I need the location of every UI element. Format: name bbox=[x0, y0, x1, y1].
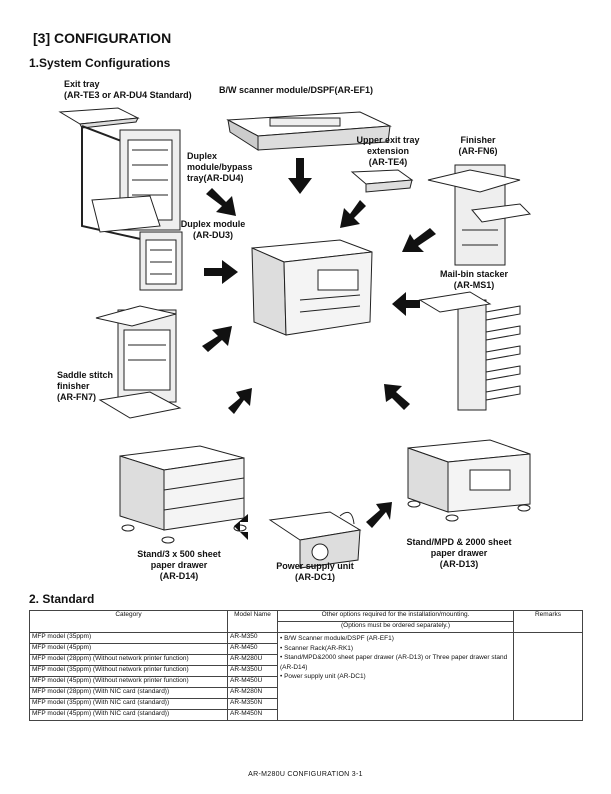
stand-3x500-illustration bbox=[119, 445, 247, 544]
label-mailbin-2: (AR-MS1) bbox=[454, 280, 495, 290]
label-upper-exit-3: (AR-TE4) bbox=[369, 157, 408, 167]
table-row: MFP model (35ppm) AR-M350 • B/W Scanner … bbox=[29, 632, 583, 721]
label-scanner: B/W scanner module/DSPF(AR-EF1) bbox=[219, 85, 373, 95]
scanner-illustration bbox=[226, 111, 392, 151]
table-header-row: Category Model Name Other options requir… bbox=[29, 610, 583, 633]
cell-remarks bbox=[513, 632, 583, 721]
cell-model: AR-M280N bbox=[227, 687, 278, 699]
standard-heading: 2. Standard bbox=[29, 592, 95, 606]
section-title: [3] CONFIGURATION bbox=[33, 30, 172, 46]
cell-model: AR-M450N bbox=[227, 709, 278, 721]
label-saddle-2: finisher bbox=[57, 381, 90, 391]
label-stand-mpd-2: paper drawer bbox=[431, 548, 488, 558]
arrow-saddle bbox=[202, 326, 232, 352]
duplex-module-illustration bbox=[139, 231, 183, 291]
main-unit-illustration bbox=[251, 239, 373, 336]
cell-category: MFP model (28ppm) (Without network print… bbox=[29, 654, 228, 666]
cell-category: MFP model (45ppm) bbox=[29, 643, 228, 655]
exit-tray-illustration bbox=[58, 107, 140, 129]
table-row: MFP model (28ppm) (Without network print… bbox=[29, 654, 583, 666]
option-item: • Scanner Rack(AR-RK1) bbox=[280, 644, 354, 652]
label-duplex-bypass-2: module/bypass bbox=[187, 162, 253, 172]
cell-category: MFP model (35ppm) (With NIC card (standa… bbox=[29, 698, 228, 710]
saddle-stitch-finisher-illustration bbox=[95, 305, 182, 419]
label-stand3x500-2: paper drawer bbox=[151, 560, 208, 570]
cell-category: MFP model (45ppm) (Without network print… bbox=[29, 676, 228, 688]
cell-options: • B/W Scanner module/DSPF (AR-EF1) • Sca… bbox=[277, 632, 514, 721]
header-options-1: Other options required for the installat… bbox=[277, 610, 514, 622]
label-exit-tray-2: (AR-TE3 or AR-DU4 Standard) bbox=[64, 90, 192, 100]
label-stand3x500-3: (AR-D14) bbox=[160, 571, 199, 581]
header-remarks: Remarks bbox=[513, 610, 583, 633]
arrow-power bbox=[234, 514, 248, 540]
label-power-1: Power supply unit bbox=[276, 561, 354, 571]
configuration-diagram: Exit tray (AR-TE3 or AR-DU4 Standard) B/… bbox=[57, 79, 532, 582]
label-power-2: (AR-DC1) bbox=[295, 572, 335, 582]
label-saddle-1: Saddle stitch bbox=[57, 370, 113, 380]
duplex-bypass-illustration bbox=[91, 129, 181, 233]
label-upper-exit-2: extension bbox=[367, 146, 409, 156]
page-footer: AR-M280U CONFIGURATION 3-1 bbox=[248, 771, 363, 778]
header-category: Category bbox=[29, 610, 228, 633]
arrow-power-right bbox=[366, 502, 392, 528]
cell-category: MFP model (35ppm) (Without network print… bbox=[29, 665, 228, 677]
cell-model: AR-M350U bbox=[227, 665, 278, 677]
arrow-scanner bbox=[288, 158, 312, 194]
arrow-stand-mpd bbox=[384, 384, 410, 410]
cell-model: AR-M280U bbox=[227, 654, 278, 666]
label-stand3x500-1: Stand/3 x 500 sheet bbox=[137, 549, 221, 559]
label-saddle-3: (AR-FN7) bbox=[57, 392, 96, 402]
header-options-2: (Options must be ordered separately.) bbox=[277, 621, 514, 633]
label-finisher-1: Finisher bbox=[460, 135, 496, 145]
arrow-stand3x500 bbox=[228, 388, 252, 414]
cell-model: AR-M450 bbox=[227, 643, 278, 655]
arrow-upper-exit bbox=[340, 200, 366, 228]
mail-bin-stacker-illustration bbox=[418, 291, 521, 411]
option-item: • B/W Scanner module/DSPF (AR-EF1) bbox=[280, 635, 394, 642]
header-model: Model Name bbox=[227, 610, 278, 633]
label-upper-exit-1: Upper exit tray bbox=[356, 135, 419, 145]
table-row: MFP model (45ppm) (With NIC card (standa… bbox=[29, 709, 583, 721]
option-item: • Stand/MPD&2000 sheet paper drawer (AR-… bbox=[280, 654, 508, 671]
label-duplex-module-2: (AR-DU3) bbox=[193, 230, 233, 240]
label-mailbin-1: Mail-bin stacker bbox=[440, 269, 509, 279]
label-duplex-module-1: Duplex module bbox=[181, 219, 246, 229]
standard-table: Category Model Name Other options requir… bbox=[29, 610, 583, 721]
cell-category: MFP model (45ppm) (With NIC card (standa… bbox=[29, 709, 228, 721]
arrow-duplex-bypass bbox=[206, 188, 236, 216]
cell-model: AR-M350 bbox=[227, 632, 278, 644]
upper-exit-tray-illustration bbox=[350, 169, 414, 193]
cell-category: MFP model (35ppm) bbox=[29, 632, 228, 644]
label-duplex-bypass-3: tray(AR-DU4) bbox=[187, 173, 244, 183]
system-configurations-heading: 1.System Configurations bbox=[29, 56, 171, 70]
stand-mpd-illustration bbox=[407, 439, 531, 522]
arrow-duplex-module bbox=[204, 260, 238, 284]
arrow-mailbin bbox=[392, 292, 420, 316]
power-supply-illustration bbox=[268, 511, 362, 569]
label-finisher-2: (AR-FN6) bbox=[459, 146, 498, 156]
finisher-illustration bbox=[427, 164, 532, 266]
cell-model: AR-M350N bbox=[227, 698, 278, 710]
label-exit-tray-1: Exit tray bbox=[64, 79, 100, 89]
option-item: • Power supply unit (AR-DC1) bbox=[280, 673, 366, 681]
label-stand-mpd-1: Stand/MPD & 2000 sheet bbox=[406, 537, 511, 547]
cell-model: AR-M450U bbox=[227, 676, 278, 688]
label-stand-mpd-3: (AR-D13) bbox=[440, 559, 479, 569]
arrow-finisher bbox=[402, 228, 436, 252]
cell-category: MFP model (28ppm) (With NIC card (standa… bbox=[29, 687, 228, 699]
label-duplex-bypass-1: Duplex bbox=[187, 151, 217, 161]
